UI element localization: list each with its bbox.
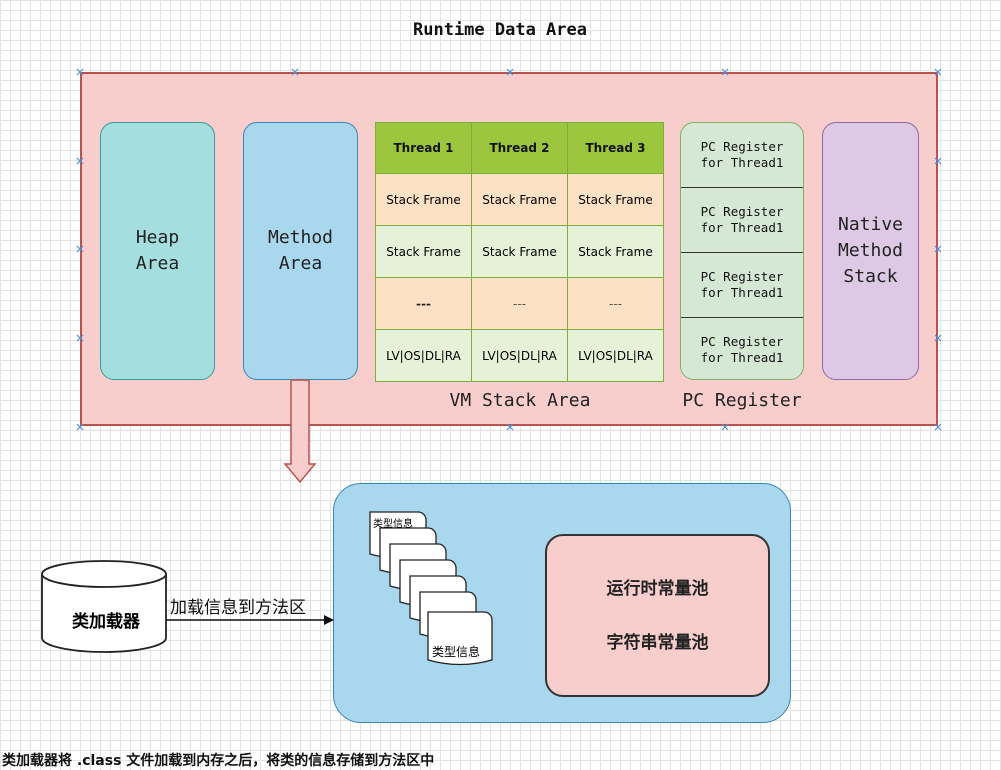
type-info-label-top: 类型信息 bbox=[373, 519, 413, 530]
pc-register-label: PC Register bbox=[682, 390, 802, 411]
diagram-title: Runtime Data Area bbox=[413, 20, 587, 40]
string-constant-pool: 字符串常量池 bbox=[606, 632, 709, 653]
method-area: Method Area bbox=[243, 122, 358, 380]
thread-header: Thread 2 bbox=[471, 122, 568, 174]
frame-detail-cell: LV|OS|DL|RA bbox=[471, 329, 568, 382]
thread-header: Thread 1 bbox=[375, 122, 472, 174]
pc-register-cell: PC Register for Thread1 bbox=[700, 334, 784, 365]
ellipsis-cell: --- bbox=[471, 277, 568, 330]
vm-stack-table: Thread 1 Thread 2 Thread 3 Stack Frame S… bbox=[375, 122, 664, 382]
frame-detail-cell: LV|OS|DL|RA bbox=[567, 329, 664, 382]
class-loader-label: 类加载器 bbox=[72, 612, 140, 632]
frame-detail-cell: LV|OS|DL|RA bbox=[375, 329, 472, 382]
vm-stack-label: VM Stack Area bbox=[449, 390, 591, 411]
ellipsis-cell: --- bbox=[375, 277, 472, 330]
caption-text: 类加载器将 .class 文件加载到内存之后，将类的信息存储到方法区中 bbox=[2, 753, 435, 769]
pc-register-cell: PC Register for Thread1 bbox=[681, 123, 803, 188]
pc-register-cell: PC Register for Thread1 bbox=[681, 253, 803, 318]
stack-frame-cell: Stack Frame bbox=[567, 225, 664, 278]
stack-frame-cell: Stack Frame bbox=[567, 173, 664, 226]
heap-area: Heap Area bbox=[100, 122, 215, 380]
stack-frame-cell: Stack Frame bbox=[471, 173, 568, 226]
runtime-constant-pool: 运行时常量池 bbox=[606, 578, 709, 599]
load-arrow-icon bbox=[166, 615, 334, 625]
down-arrow-icon bbox=[283, 379, 317, 484]
pc-register-box: PC Register for Thread1 PC Register for … bbox=[680, 122, 804, 380]
ellipsis-cell: --- bbox=[567, 277, 664, 330]
load-arrow-label: 加载信息到方法区 bbox=[170, 598, 306, 618]
type-info-stack bbox=[369, 511, 493, 666]
stack-frame-cell: Stack Frame bbox=[375, 225, 472, 278]
stack-frame-cell: Stack Frame bbox=[375, 173, 472, 226]
native-method-stack: Native Method Stack bbox=[822, 122, 919, 380]
stack-frame-cell: Stack Frame bbox=[471, 225, 568, 278]
constant-pools-box: 运行时常量池 字符串常量池 bbox=[545, 534, 770, 697]
class-loader-cylinder-icon bbox=[41, 560, 167, 653]
thread-header: Thread 3 bbox=[567, 122, 664, 174]
type-info-label-bottom: 类型信息 bbox=[432, 645, 481, 659]
pc-register-cell: PC Register for Thread1 bbox=[681, 188, 803, 253]
